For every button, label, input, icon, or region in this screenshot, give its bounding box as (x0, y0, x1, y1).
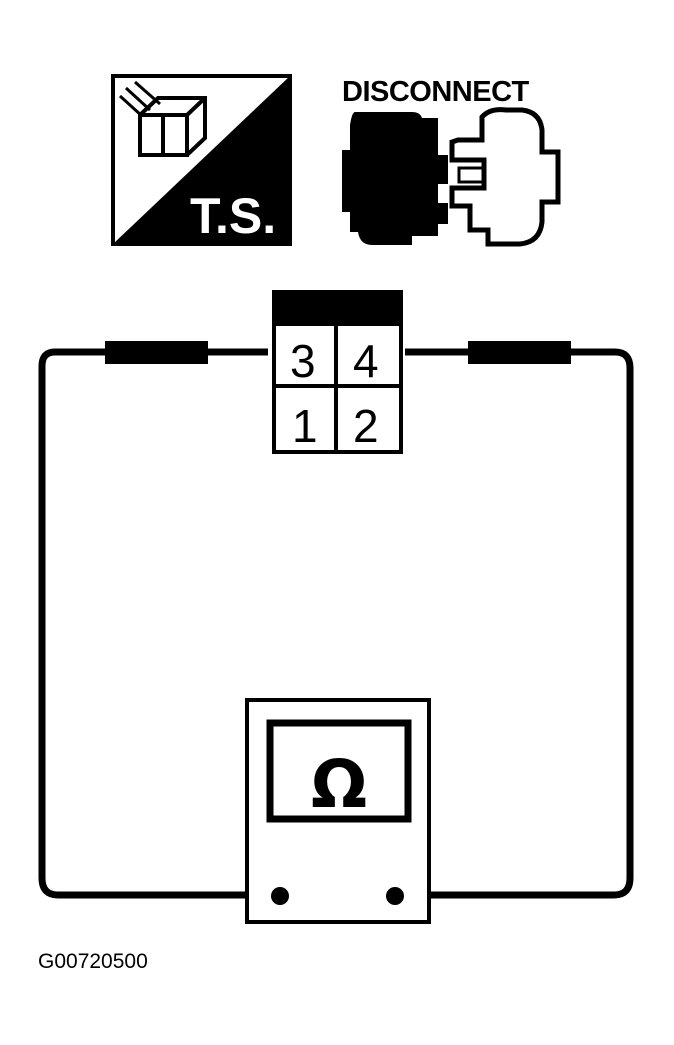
probe-grip-left (105, 341, 208, 364)
connector-half-black (342, 112, 448, 245)
test-lead-left (38, 348, 276, 899)
connector-box-icon (118, 80, 207, 157)
disconnect-label: DISCONNECT (342, 76, 530, 108)
disconnect-connector-icon: DISCONNECT (342, 76, 561, 247)
pin-label-3: 3 (290, 335, 316, 387)
ohmmeter-display (266, 719, 412, 823)
test-step-icon: T.S. (111, 74, 292, 246)
connector-half-outline (449, 107, 561, 247)
test-step-label: T.S. (190, 188, 276, 244)
pin-label-2: 2 (353, 400, 379, 452)
probe-grip-right (468, 341, 571, 364)
meter-jack-left (271, 887, 289, 905)
connector-block: 3 4 1 2 (272, 290, 403, 454)
pin-label-4: 4 (353, 335, 379, 387)
pin-label-1: 1 (292, 400, 318, 452)
ohm-symbol: Ω (311, 746, 367, 823)
figure-id: G00720500 (38, 950, 148, 973)
test-lead-right (398, 348, 634, 899)
meter-jack-right (386, 887, 404, 905)
ohmmeter-icon: Ω (245, 698, 431, 924)
